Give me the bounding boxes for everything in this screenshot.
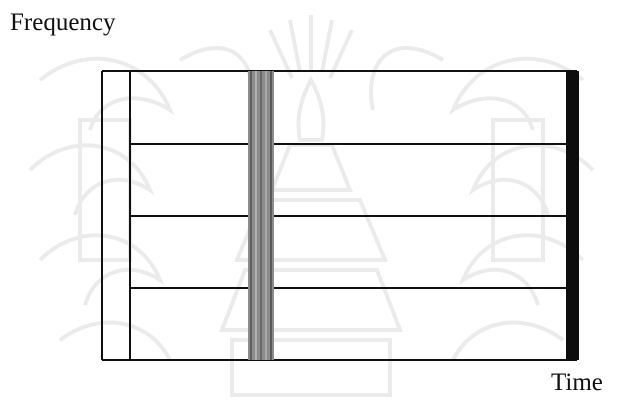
gray-time-slot-bar: [248, 71, 274, 360]
dark-time-slot-bar: [566, 71, 579, 360]
